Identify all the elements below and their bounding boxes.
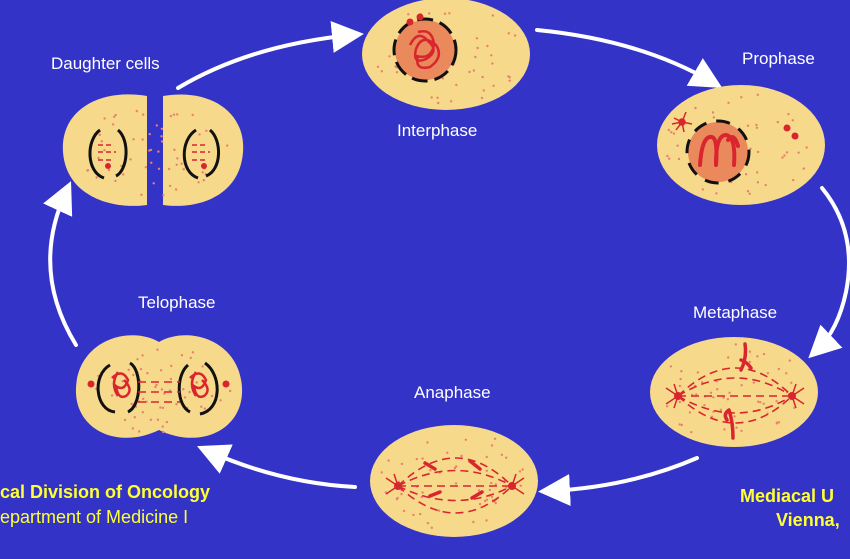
cell-body <box>75 335 243 438</box>
interphase-nucleus <box>395 20 455 80</box>
arrow-prophase-to-metaphase <box>808 186 850 359</box>
telophase-chromatin-left <box>111 371 131 399</box>
interphase-chromatin <box>408 30 441 69</box>
footer-left-line1: cal Division of Oncology <box>0 482 211 502</box>
telophase-label: Telophase <box>138 293 216 312</box>
arrow-telophase-to-daughter <box>43 181 78 347</box>
daughter-cells <box>62 94 244 206</box>
anaphase-chromosomes <box>423 459 484 500</box>
metaphase-cell <box>650 337 818 447</box>
metaphase-chromosomes <box>723 342 753 440</box>
anaphase-spindle <box>397 457 513 514</box>
arrow-daughter-to-interphase <box>176 21 364 90</box>
prophase-cell <box>657 85 825 205</box>
telophase-cell <box>75 335 243 438</box>
interphase-label: Interphase <box>397 121 478 140</box>
daughter-cells-label: Daughter cells <box>51 54 160 73</box>
footer-right-line2: Vienna, <box>776 510 840 530</box>
footer-right-line1: Mediacal U <box>740 486 835 506</box>
cycle-arrows <box>43 21 850 506</box>
metaphase-spindle <box>677 367 793 424</box>
arrow-metaphase-to-anaphase <box>538 456 699 506</box>
prophase-chromosomes <box>698 132 740 167</box>
telophase-envelope-right <box>177 361 219 416</box>
cell-body <box>650 337 818 447</box>
telophase-envelope-left <box>96 361 141 414</box>
anaphase-label: Anaphase <box>414 383 491 402</box>
arrow-anaphase-to-telophase <box>197 444 357 489</box>
metaphase-label: Metaphase <box>693 303 778 322</box>
prophase-label: Prophase <box>742 49 815 68</box>
telophase-chromatin-right <box>189 371 209 399</box>
footer-left-line2: epartment of Medicine I <box>0 507 189 527</box>
prophase-centrosome-left <box>671 111 693 133</box>
daughter-cell-right <box>163 94 244 206</box>
anaphase-cell <box>370 425 538 537</box>
cell-body <box>370 425 538 537</box>
interphase-cell <box>362 0 530 110</box>
arrow-interphase-to-prophase <box>535 28 723 89</box>
